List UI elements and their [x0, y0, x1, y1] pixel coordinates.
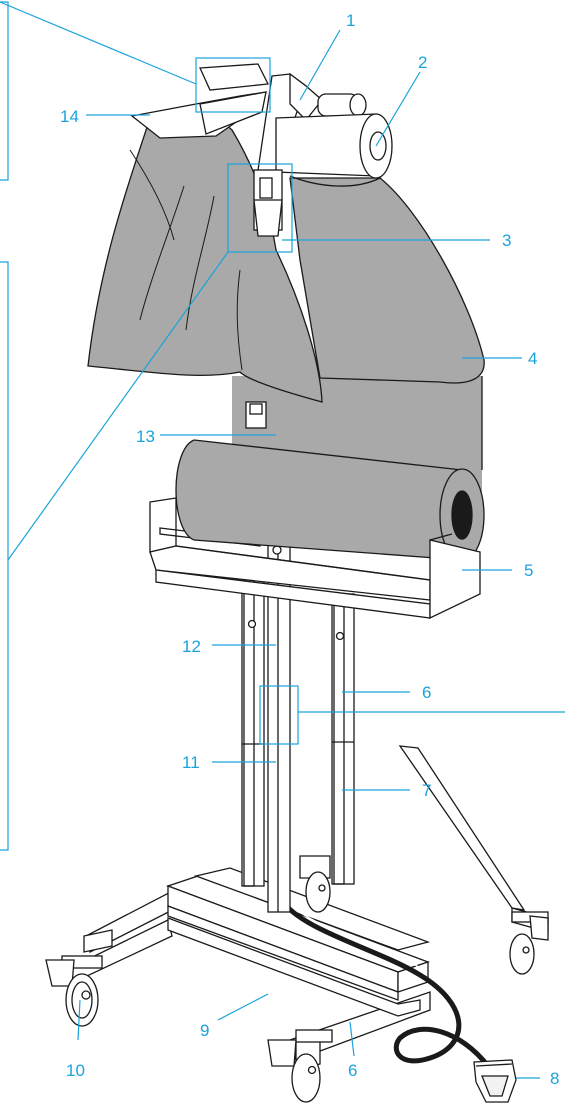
caster-wheel-front-right: [267, 1029, 333, 1103]
callout-5: 5: [524, 561, 533, 580]
caster-wheel-back-left: [299, 855, 331, 913]
floor-base: [69, 745, 549, 1071]
back-right-leg: [398, 745, 526, 911]
bag-holder-plate: [130, 91, 267, 139]
callout-6b: 6: [348, 1061, 357, 1080]
callout-2: 2: [418, 53, 427, 72]
callout-4: 4: [528, 349, 537, 368]
detail-box-head: [227, 163, 293, 253]
leader-9: [217, 993, 269, 1021]
callout-8: 8: [550, 1069, 559, 1088]
caster-wheel-front-left: [45, 955, 103, 1027]
foot-pedal: [473, 1059, 517, 1103]
dispenser-box: [245, 401, 267, 429]
callout-3: 3: [502, 231, 511, 250]
callout-10: 10: [66, 1061, 85, 1080]
callout-12: 12: [182, 637, 201, 656]
leader-10: [77, 999, 81, 1041]
detail-brackets: [0, 1, 9, 851]
detail-box-column: [259, 685, 299, 745]
callout-9: 9: [200, 1021, 209, 1040]
callout-13: 13: [136, 427, 155, 446]
leader-6b: [349, 1021, 355, 1057]
detail-box-top: [195, 57, 271, 113]
caster-wheels: [45, 855, 549, 1103]
leader-1: [299, 29, 341, 101]
middle-detail-bracket: [0, 261, 9, 851]
sealing-head: [199, 63, 393, 237]
leader-2: [375, 71, 421, 147]
detail-leader-mid: [7, 251, 229, 561]
film-sheet: [289, 177, 485, 384]
callout-numbers: 1 2 3 4 5 6 6 7 8 9 10 11 12 13 14: [60, 11, 559, 1088]
hanging-bag: [87, 115, 323, 403]
callout-1: 1: [346, 11, 355, 30]
detail-leader-top: [0, 1, 197, 85]
callout-11: 11: [182, 753, 200, 772]
tray-end-panel: [429, 533, 481, 620]
film-roll: [175, 376, 485, 581]
top-detail-bracket: [0, 1, 9, 181]
callout-6a: 6: [422, 683, 431, 702]
callout-7: 7: [422, 781, 431, 800]
leader-lines: [0, 1, 565, 1079]
callout-14: 14: [60, 107, 79, 126]
caster-wheel-back-right: [509, 911, 549, 975]
